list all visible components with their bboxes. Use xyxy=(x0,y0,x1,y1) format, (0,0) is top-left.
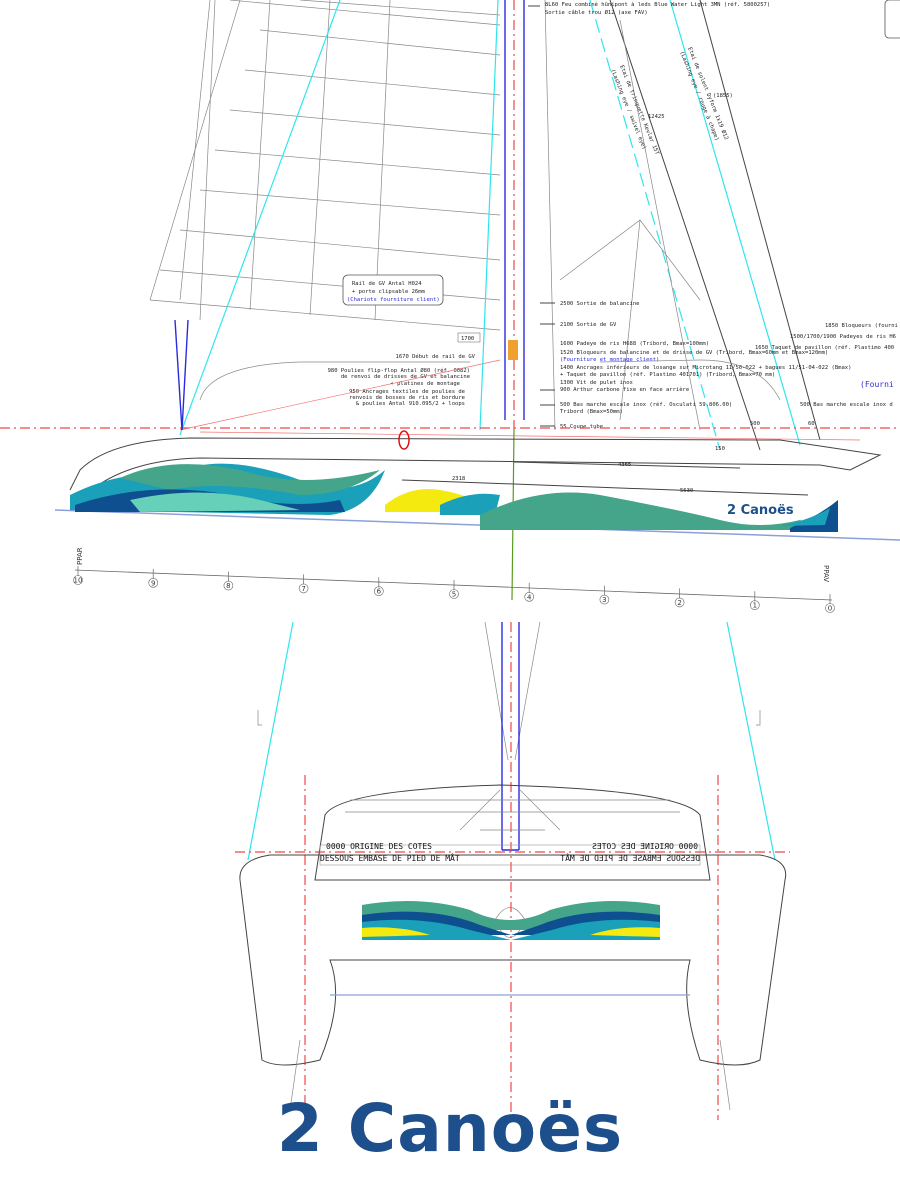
front-wave-graphic xyxy=(362,901,660,940)
front-origin-left: 0000 ORIGINE DES COTES xyxy=(326,842,432,851)
mast-label: 500 Bas marche escale inox (réf. Osculat… xyxy=(560,401,732,408)
hull-brand-text: 2 Canoës xyxy=(727,503,794,518)
right-label: (Fourni xyxy=(860,380,894,389)
station-number: 7 xyxy=(301,585,305,593)
rail-box-line1: Rail de GV Antal H024 xyxy=(352,281,422,287)
left-label: renvois de bosses de ris et bordure xyxy=(349,395,465,401)
right-label: 500 Bas marche escale inox d xyxy=(800,402,893,408)
brand-title: 2 Canoës xyxy=(276,1090,624,1167)
mast-labels: 2500 Sortie de balancine 2100 Sortie de … xyxy=(540,301,851,430)
title-block-corner xyxy=(884,0,900,39)
label-bloc-feu: 8L60 Feu combiné hûnipont à leds Blue Wa… xyxy=(545,1,770,8)
winch-icon xyxy=(398,430,410,450)
mast-label: 1400 Ancrages inférieurs de losange sur … xyxy=(560,364,851,371)
station-circle xyxy=(749,600,760,611)
front-base-right-mirrored: DESSOUS EMBASE DE PIED DE MÂT xyxy=(560,852,700,863)
mast-label: 2500 Sortie de balancine xyxy=(560,301,639,307)
station-circle xyxy=(825,603,835,613)
dim-60: 60 xyxy=(808,421,815,427)
station-circle xyxy=(298,583,309,594)
dim-5630: 5630 xyxy=(680,488,693,494)
left-label: 950 Ancrages textiles de poulies de xyxy=(349,389,465,395)
station-circle xyxy=(148,577,158,588)
station-circle xyxy=(223,580,234,591)
dim-12425: 12425 xyxy=(648,114,665,120)
station-number: 9 xyxy=(151,579,155,587)
label-sortie-cable: Sortie câble trou Ø12 (axe FAV) xyxy=(545,9,648,16)
rail-box-line3: (Chariots fourniture client) xyxy=(347,297,440,303)
left-labels: 1670 Début de rail de GV 980 Poulies fli… xyxy=(328,353,476,407)
station-circle xyxy=(373,586,384,597)
dim-4365: 4365 xyxy=(618,462,631,468)
hull-side: 2318 4365 5630 500 60 150 xyxy=(0,319,900,541)
mast-label: 900 Arthur carbone fixe en face arrière xyxy=(560,386,689,393)
mast xyxy=(504,0,525,601)
mast-label: 1520 Bloqueurs de balancine et de drisse… xyxy=(560,350,828,356)
station-circle xyxy=(524,591,535,602)
mast-label: Tribord (Bmax=50mm) xyxy=(560,409,623,415)
station-number: 5 xyxy=(452,591,456,599)
rail-box: Rail de GV Antal H024 + porte clipsable … xyxy=(342,274,444,306)
left-label: 980 Poulies flip-flop Antal Ø80 (réf. 00… xyxy=(328,367,470,374)
left-label: de renvoi de drisses de GV et balancine xyxy=(341,374,470,380)
front-view xyxy=(235,621,790,1120)
dim-2318: 2318 xyxy=(452,476,465,482)
ppar-label: PPAR xyxy=(76,547,84,565)
mast-label: (Fourniture et montage client) xyxy=(560,357,659,363)
station-number: 2 xyxy=(677,599,681,607)
box-1700-label: 1700 xyxy=(461,336,474,342)
dim-500: 500 xyxy=(750,421,760,427)
mainsail-outline xyxy=(149,0,501,331)
mast-step-icon xyxy=(508,340,518,360)
right-label: 1850 Bloqueurs (fourni xyxy=(825,323,898,329)
mast-label: + Taquet de pavillon (réf. Plastimo 4017… xyxy=(560,371,775,378)
stays xyxy=(179,0,821,451)
front-base-left: DESSOUS EMBASE DE PIED DE MÂT xyxy=(320,852,460,863)
mast-label: 55 Coupe tube xyxy=(560,424,603,430)
left-label: 1670 Début de rail de GV xyxy=(396,353,476,360)
front-origin-right-mirrored: 0000 ORIGINE DES COTES xyxy=(592,842,698,851)
mast-label: 1600 Padeye de ris H688 (Tribord, Bmax=1… xyxy=(560,341,709,347)
mast-label: 1300 Vit de pulet inox xyxy=(560,380,634,386)
waterline xyxy=(54,509,900,541)
left-label: + platines de montage xyxy=(390,381,460,387)
station-number: 8 xyxy=(226,582,230,590)
station-circle xyxy=(599,594,610,605)
station-number: 6 xyxy=(377,588,382,596)
rail-box-line2: + porte clipsable 26mm xyxy=(352,289,426,295)
right-labels: 1850 Bloqueurs (fourni 1500/1700/1900 Pa… xyxy=(755,323,898,408)
right-label: 1650 Taquet de pavillon (réf. Plastimo 4… xyxy=(755,344,894,351)
station-circle xyxy=(449,589,459,599)
station-number: 4 xyxy=(527,593,532,601)
station-number: 10 xyxy=(74,577,83,585)
right-label: 1500/1700/1900 Padeyes de ris H6 xyxy=(790,334,896,340)
box-1700 xyxy=(457,332,481,343)
station-number: 0 xyxy=(828,605,832,613)
station-number: 1 xyxy=(753,602,757,610)
station-circle xyxy=(73,575,83,585)
dim-150: 150 xyxy=(715,446,725,452)
left-label: & poulies Antal 910.095/2 + loops xyxy=(356,401,465,407)
station-circle xyxy=(674,597,685,608)
station-number: 3 xyxy=(602,596,606,604)
hull-wave-graphic xyxy=(70,463,838,532)
ppav-label: PPAV xyxy=(822,565,830,582)
dim-1855: (1855) xyxy=(713,93,733,99)
mast-label: 2100 Sortie de GV xyxy=(560,322,617,328)
